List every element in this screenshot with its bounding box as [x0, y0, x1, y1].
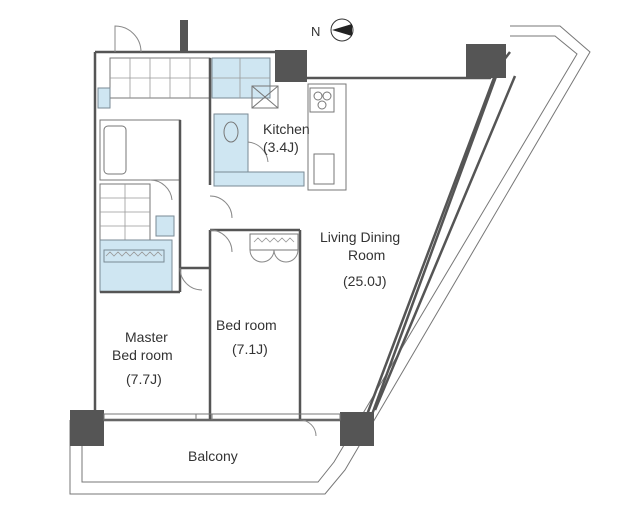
master-name-line2: Bed room [112, 347, 173, 363]
compass: N [311, 18, 354, 42]
window-sills [103, 413, 341, 437]
compass-label: N [311, 24, 320, 39]
bedroom-closet [179, 195, 299, 291]
master-size: (7.7J) [126, 371, 162, 387]
toilet [213, 113, 269, 173]
master-closet-hangers [105, 251, 163, 257]
bedroom-size: (7.1J) [232, 341, 268, 357]
balcony-name: Balcony [188, 448, 238, 464]
living-name-line2: Room [348, 247, 385, 263]
master-name-line1: Master [125, 329, 168, 345]
bathroom [99, 119, 181, 293]
entrance-tiles [97, 57, 279, 109]
structural-columns [70, 20, 506, 446]
kitchen-size: (3.4J) [263, 139, 299, 155]
kitchen-counter [213, 83, 347, 191]
bedroom-name: Bed room [216, 317, 277, 333]
living-size: (25.0J) [343, 273, 387, 289]
interior-walls [100, 58, 302, 420]
living-name-line1: Living Dining [320, 229, 400, 245]
entrance-door [114, 25, 142, 53]
kitchen-name: Kitchen [263, 121, 310, 137]
